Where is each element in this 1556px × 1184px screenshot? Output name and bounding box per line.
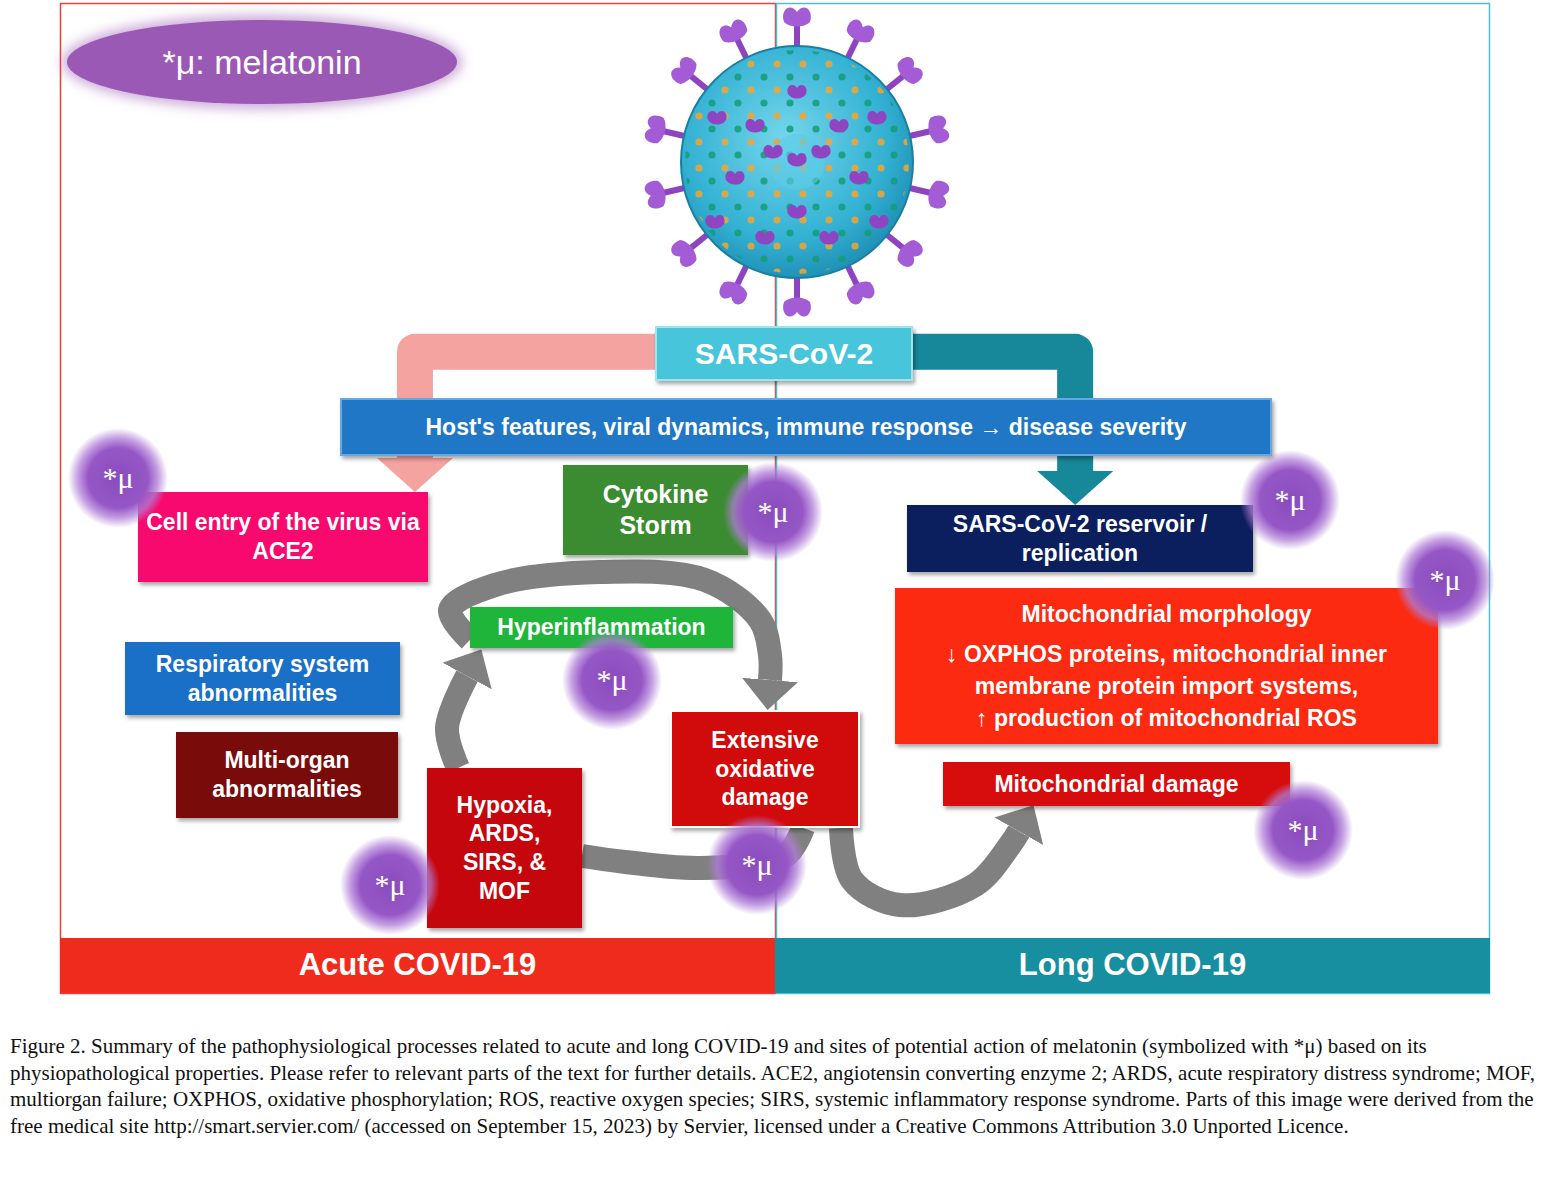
virus-bud <box>745 119 764 133</box>
virus-bud <box>867 111 886 125</box>
virus-bud <box>705 215 724 229</box>
virus-bud <box>849 171 868 185</box>
virus-bud <box>755 231 774 245</box>
node-label: *μ <box>757 493 788 531</box>
node-label: *μ <box>1274 481 1305 519</box>
node-label: Long COVID-19 <box>1019 946 1246 985</box>
virus-bud <box>869 215 888 229</box>
melatonin-badge: *μ <box>340 835 440 935</box>
melatonin-badge: *μ <box>68 428 168 528</box>
melatonin-badge: *μ <box>723 462 823 562</box>
virus-dots <box>685 50 909 274</box>
virus-bud <box>707 111 726 125</box>
process-box: Cell entry of the virus via ACE2 <box>138 492 428 582</box>
virus-bud <box>829 119 848 133</box>
virus-bud <box>725 171 744 185</box>
node-label: Cell entry of the virus via ACE2 <box>142 508 424 566</box>
node-label: *μ <box>596 661 627 699</box>
node-label: *μ <box>102 459 133 497</box>
node-label: Host's features, viral dynamics, immune … <box>426 413 1187 442</box>
phase-band: Acute COVID-19 <box>60 938 775 993</box>
node-label: *μ: melatonin <box>162 41 361 84</box>
node-label: Mitochondrial damage <box>994 770 1238 799</box>
node-label: Acute COVID-19 <box>299 946 537 985</box>
node-label: *μ <box>1287 811 1318 849</box>
process-box: Mitochondrial morphology ↓ OXPHOS protein… <box>895 588 1438 744</box>
node-label: *μ <box>1429 561 1460 599</box>
virus-body <box>681 46 913 278</box>
process-box: SARS-CoV-2 reservoir / replication <box>907 505 1253 572</box>
legend-key: *μ: melatonin <box>67 20 457 104</box>
node-label: ↑ production of mitochondrial ROS <box>976 702 1357 734</box>
node-label: ↓ OXPHOS proteins, mitochondrial inner m… <box>903 638 1430 702</box>
virus-bud <box>811 145 830 159</box>
virus-bud <box>763 145 782 159</box>
process-box: Hypoxia, ARDS, SIRS, & MOF <box>427 768 582 928</box>
melatonin-badge: *μ <box>562 630 662 730</box>
node-label: SARS-CoV-2 <box>695 335 873 373</box>
node-label: *μ <box>374 866 405 904</box>
virus-box: SARS-CoV-2 <box>655 326 913 381</box>
virus-bud <box>819 231 838 245</box>
node-label: Extensive oxidative damage <box>682 726 848 812</box>
process-box: Respiratory system abnormalities <box>125 642 400 715</box>
virus-illustration <box>643 7 950 316</box>
phase-band: Long COVID-19 <box>775 938 1490 993</box>
process-box: Cytokine Storm <box>563 465 748 555</box>
process-box: Extensive oxidative damage <box>670 710 860 828</box>
severity-band: Host's features, viral dynamics, immune … <box>340 398 1272 456</box>
acute-panel-outline <box>61 4 776 994</box>
melatonin-badge: *μ <box>1395 530 1495 630</box>
node-label: Cytokine Storm <box>587 479 724 542</box>
virus-core <box>769 134 825 190</box>
node-label: Mitochondrial morphology <box>1021 598 1311 630</box>
melatonin-badge: *μ <box>707 815 807 915</box>
node-label: SARS-CoV-2 reservoir / replication <box>911 510 1249 568</box>
virus-bud <box>787 205 806 219</box>
node-label: Hypoxia, ARDS, SIRS, & MOF <box>443 791 566 906</box>
figure-caption: Figure 2. Summary of the pathophysiologi… <box>10 1033 1550 1139</box>
node-label: Multi-organ abnormalities <box>186 746 388 804</box>
virus-bud <box>787 153 806 167</box>
node-label: *μ <box>741 846 772 884</box>
process-box: Mitochondrial damage <box>943 762 1290 806</box>
melatonin-badge: *μ <box>1253 780 1353 880</box>
connector-arrow <box>841 828 1019 905</box>
process-box: Multi-organ abnormalities <box>176 732 398 818</box>
virus-bud <box>787 85 806 99</box>
connector-arrow <box>447 676 467 768</box>
node-label: Respiratory system abnormalities <box>129 650 396 708</box>
melatonin-badge: *μ <box>1240 450 1340 550</box>
